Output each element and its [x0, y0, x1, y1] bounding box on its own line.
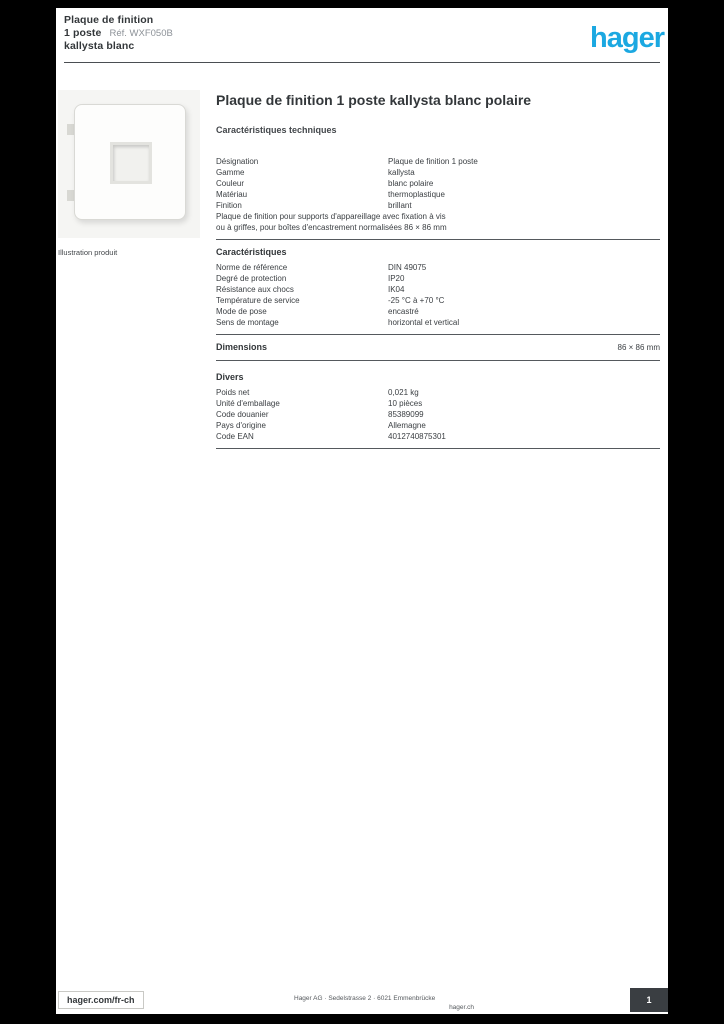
spec-value: -25 °C à +70 °C	[388, 296, 445, 305]
footer-website-link[interactable]: hager.com/fr-ch	[58, 991, 144, 1009]
product-image-caption: Illustration produit	[58, 248, 118, 257]
spec-label: Norme de référence	[216, 263, 288, 272]
footer-address-line2: hager.ch	[449, 1004, 474, 1011]
spec-row: Température de service -25 °C à +70 °C	[216, 295, 660, 306]
header-product-reference: Réf. WXF050B	[109, 28, 173, 39]
page-subtitle: Caractéristiques techniques	[216, 125, 337, 135]
spec-row: Unité d'emballage 10 pièces	[216, 398, 660, 409]
header-product-line2: 1 poste	[64, 27, 102, 39]
header-product-line3: kallysta blanc	[64, 40, 135, 52]
section-divider	[216, 334, 660, 335]
spec-label: Unité d'emballage	[216, 399, 280, 408]
spec-value: Plaque de finition 1 poste	[388, 157, 478, 166]
footer-address-line1: Hager AG · Sedelstrasse 2 · 6021 Emmenbr…	[294, 995, 436, 1002]
header-divider	[64, 62, 660, 63]
page-title: Plaque de finition 1 poste kallysta blan…	[216, 92, 532, 108]
spec-label: Gamme	[216, 168, 245, 177]
spec-value: 0,021 kg	[388, 388, 419, 397]
footer-address: Hager AG · Sedelstrasse 2 · 6021 Emmenbr…	[294, 994, 474, 1012]
hager-logo: hager	[590, 22, 665, 54]
product-image	[58, 90, 200, 238]
spec-value: DIN 49075	[388, 263, 427, 272]
spec-row: Degré de protection IP20	[216, 273, 660, 284]
dimensions-section: Dimensions 86 × 86 mm	[216, 341, 660, 354]
spec-value: encastré	[388, 307, 419, 316]
plate-fixing-tab-icon	[67, 190, 75, 201]
spec-value: thermoplastique	[388, 190, 445, 199]
spec-label: Mode de pose	[216, 307, 267, 316]
spec-row: Code douanier 85389099	[216, 409, 660, 420]
spec-label: Poids net	[216, 388, 250, 397]
spec-row: Résistance aux chocs IK04	[216, 284, 660, 295]
section-title: Divers	[216, 372, 244, 382]
spec-label: Température de service	[216, 296, 300, 305]
spec-value: blanc polaire	[388, 179, 434, 188]
spec-label: Sens de montage	[216, 318, 279, 327]
spec-value: IK04	[388, 285, 405, 294]
header-product-block: Plaque de finition 1 poste Réf. WXF050B …	[64, 14, 464, 53]
spec-label: Résistance aux chocs	[216, 285, 294, 294]
spec-row: Mode de pose encastré	[216, 306, 660, 317]
spec-value: 4012740875301	[388, 432, 446, 441]
section-divider	[216, 239, 660, 240]
dimensions-value: 86 × 86 mm	[617, 343, 660, 352]
header-product-line1: Plaque de finition	[64, 14, 154, 26]
spec-row: Norme de référence DIN 49075	[216, 262, 660, 273]
spec-value: IP20	[388, 274, 405, 283]
spec-description-line: ou à griffes, pour boîtes d'encastrement…	[216, 223, 447, 232]
spec-label: Code EAN	[216, 432, 254, 441]
spec-table: Désignation Plaque de finition 1 poste G…	[216, 156, 660, 455]
faceplate-illustration	[74, 104, 186, 220]
faceplate-opening	[110, 142, 152, 184]
page-number-tab: 1	[630, 988, 668, 1012]
spec-value: kallysta	[388, 168, 415, 177]
spec-row: Pays d'origine Allemagne	[216, 420, 660, 431]
spec-label: Matériau	[216, 190, 248, 199]
spec-row: Couleur blanc polaire	[216, 178, 660, 189]
spec-value: brillant	[388, 201, 412, 210]
spec-row: Code EAN 4012740875301	[216, 431, 660, 442]
datasheet-page: Plaque de finition 1 poste Réf. WXF050B …	[56, 8, 668, 1014]
spec-row: Sens de montage horizontal et vertical	[216, 317, 660, 328]
spec-label: Désignation	[216, 157, 259, 166]
spec-label: Finition	[216, 201, 242, 210]
spec-label: Degré de protection	[216, 274, 287, 283]
section-title: Caractéristiques	[216, 247, 287, 257]
spec-description-line: Plaque de finition pour supports d'appar…	[216, 212, 446, 221]
section-divider	[216, 448, 660, 449]
spec-value: horizontal et vertical	[388, 318, 460, 327]
spec-label: Code douanier	[216, 410, 269, 419]
spec-value: 85389099	[388, 410, 424, 419]
spec-row: Gamme kallysta	[216, 167, 660, 178]
spec-row: Finition brillant	[216, 200, 660, 211]
plate-fixing-tab-icon	[67, 124, 75, 135]
section-divider	[216, 360, 660, 361]
spec-label: Couleur	[216, 179, 245, 188]
spec-row: Matériau thermoplastique	[216, 189, 660, 200]
spec-label: Pays d'origine	[216, 421, 266, 430]
spec-value: 10 pièces	[388, 399, 423, 408]
spec-row: Désignation Plaque de finition 1 poste	[216, 156, 660, 167]
spec-value: Allemagne	[388, 421, 426, 430]
spec-row: Poids net 0,021 kg	[216, 387, 660, 398]
section-title: Dimensions	[216, 342, 268, 352]
